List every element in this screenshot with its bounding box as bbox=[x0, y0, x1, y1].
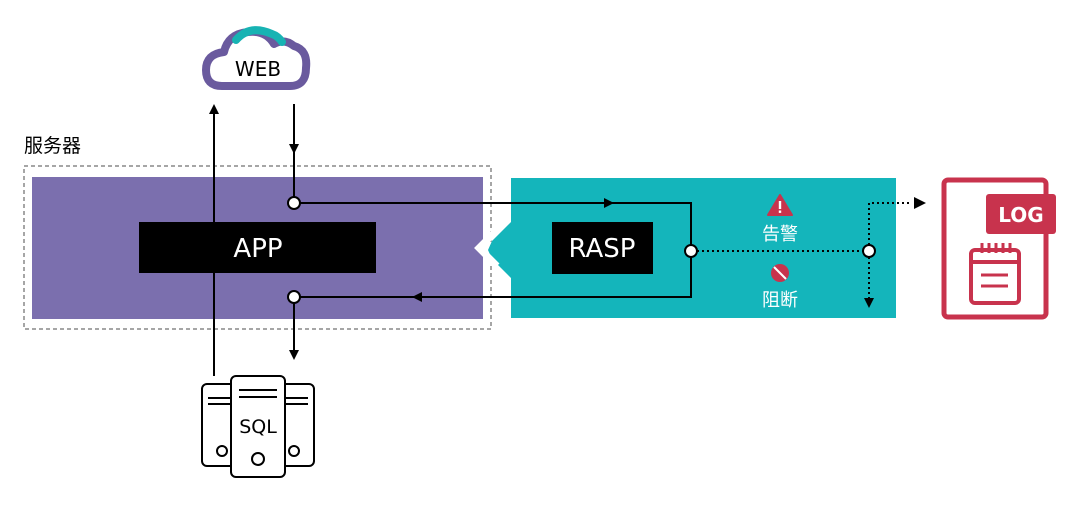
server-label: 服务器 bbox=[24, 135, 81, 157]
app-label: APP bbox=[233, 234, 282, 264]
hook-point-top bbox=[287, 196, 301, 210]
rasp-box bbox=[552, 222, 653, 274]
sql-label: SQL bbox=[239, 416, 277, 438]
log-document-icon bbox=[941, 177, 1056, 320]
rasp-output-point bbox=[684, 244, 698, 258]
block-arrow-head bbox=[864, 298, 874, 308]
log-label: LOG bbox=[998, 203, 1043, 227]
block-label: 阻断 bbox=[762, 290, 798, 311]
app-box bbox=[139, 222, 376, 273]
web-label: WEB bbox=[235, 57, 281, 81]
log-arrow-head bbox=[914, 197, 926, 209]
hook-point-bottom bbox=[287, 290, 301, 304]
sql-database-icon bbox=[201, 375, 315, 478]
warning-icon bbox=[767, 194, 793, 216]
log-dotted-line bbox=[868, 202, 912, 245]
policy-decision-point bbox=[862, 244, 876, 258]
alert-label: 告警 bbox=[762, 224, 798, 245]
rasp-label: RASP bbox=[569, 234, 636, 264]
web-cloud-icon: WEB bbox=[202, 26, 311, 90]
block-icon bbox=[771, 264, 789, 282]
rasp-notch-gap bbox=[474, 227, 500, 269]
